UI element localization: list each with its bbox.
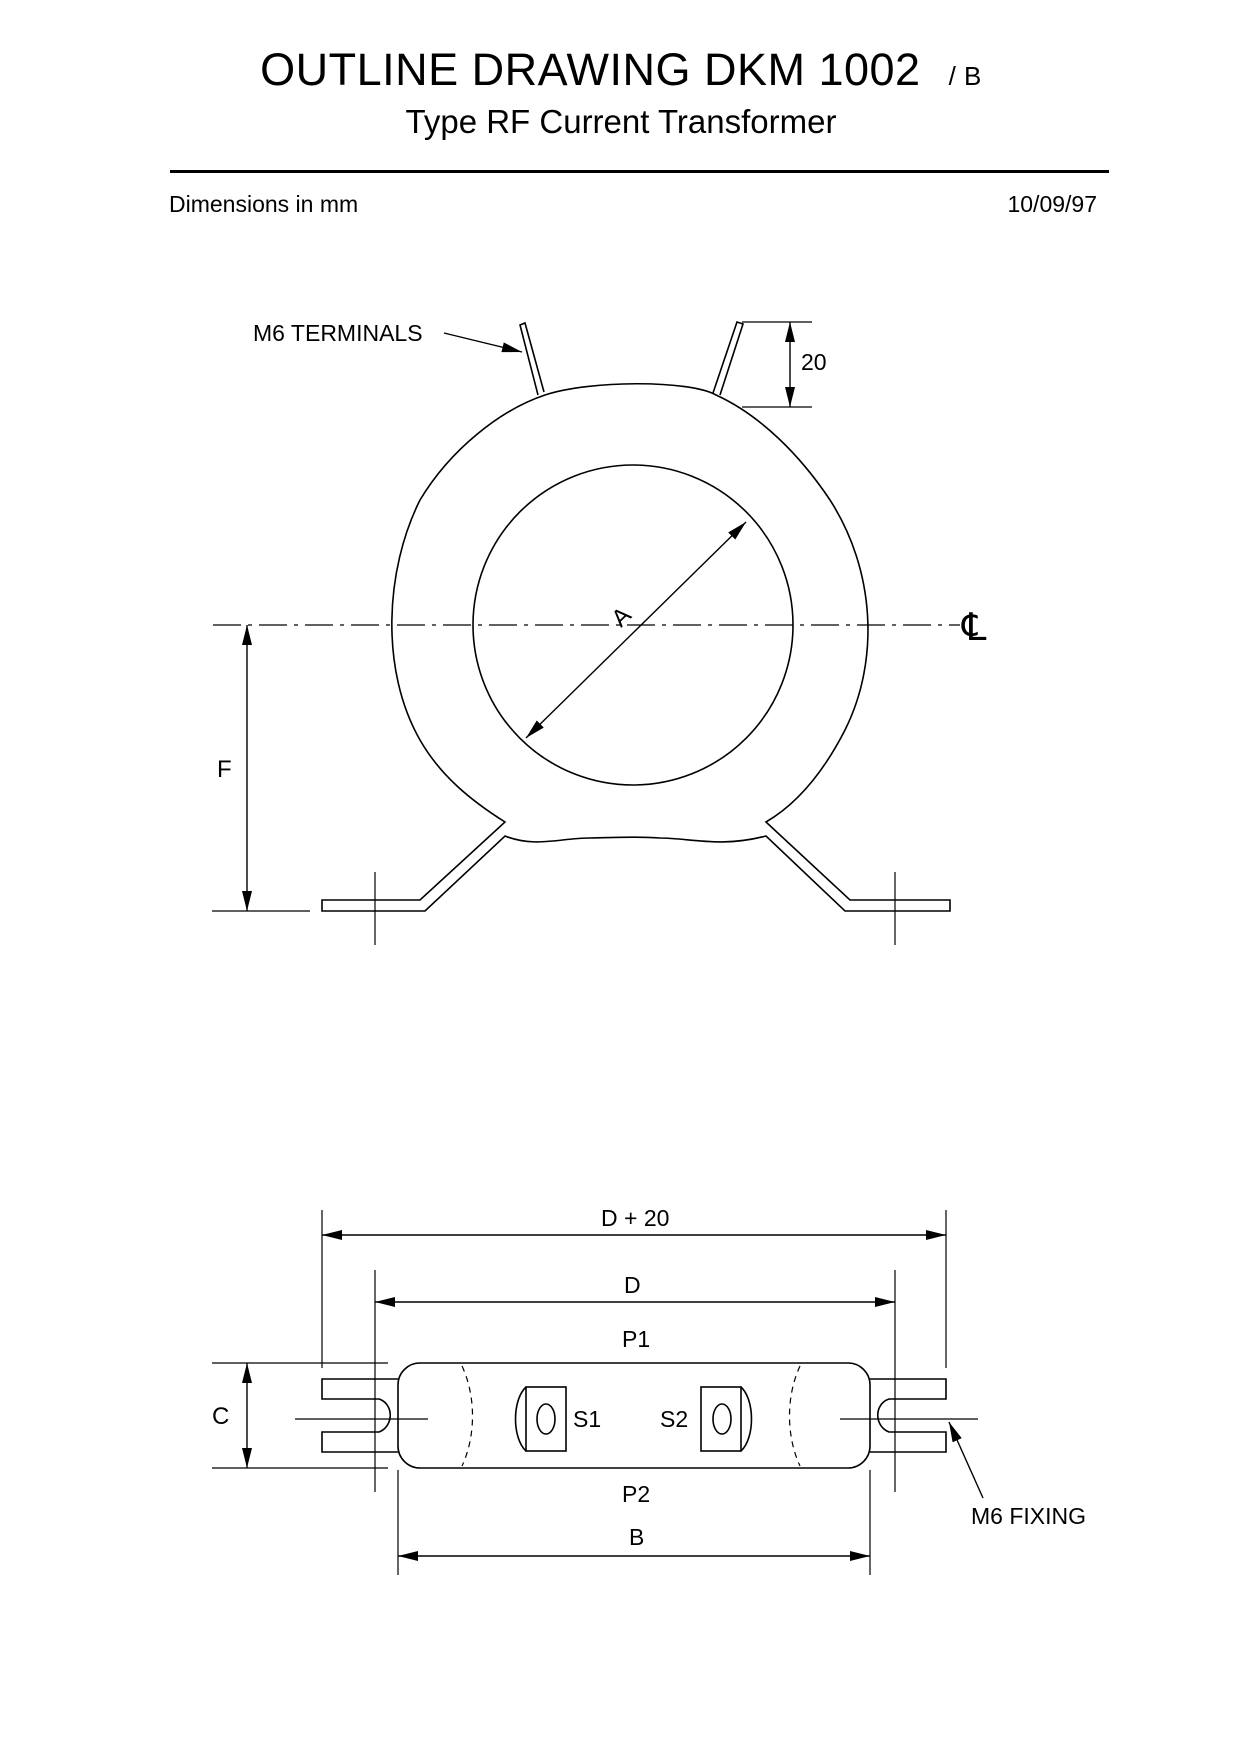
diameter-label: A — [606, 602, 636, 633]
fixing-leader — [948, 1421, 984, 1499]
centerline-symbol: ℄ — [961, 607, 987, 649]
front-view — [212, 320, 960, 945]
p1-label: P1 — [622, 1326, 650, 1352]
overall-width-label: D + 20 — [601, 1205, 669, 1231]
drawing-title: OUTLINE DRAWING DKM 1002 / B — [0, 44, 1242, 96]
hidden-line-right — [788, 1365, 801, 1467]
side-body — [397, 1362, 871, 1469]
terminal-right — [712, 320, 745, 396]
dim-a-line — [525, 521, 747, 739]
s1-label: S1 — [573, 1406, 601, 1432]
fixing-label: M6 FIXING — [971, 1503, 1086, 1529]
drawing-date: 10/09/97 — [1007, 191, 1097, 217]
side-view — [212, 1210, 984, 1575]
header-rule — [170, 170, 1109, 173]
fixing-foot-left — [321, 1378, 398, 1453]
units-note: Dimensions in mm — [169, 191, 359, 217]
hidden-line-left — [461, 1365, 474, 1467]
side-view-labels: D + 20 D P1 S1 S2 P2 C B M6 FIXING — [212, 1205, 1086, 1550]
p2-label: P2 — [622, 1481, 650, 1507]
outer-body-outline — [321, 382, 951, 912]
s2-terminal-hole — [712, 1403, 732, 1435]
s1-terminal-bracket — [514, 1386, 527, 1452]
terminal-height-label: 20 — [801, 349, 827, 375]
s1-terminal-plate — [525, 1386, 567, 1452]
width-label: D — [624, 1272, 641, 1298]
s2-terminal-bracket — [740, 1386, 753, 1452]
fixing-foot-right — [870, 1378, 947, 1453]
s2-label: S2 — [660, 1406, 688, 1432]
s2-terminal-plate — [700, 1386, 742, 1452]
height-label: F — [217, 756, 232, 783]
body-width-label: B — [629, 1524, 644, 1550]
s1-terminal-hole — [536, 1403, 556, 1435]
revision-label: / B — [948, 61, 982, 91]
thickness-label: C — [212, 1403, 229, 1430]
drawing-subtitle: Type RF Current Transformer — [405, 103, 837, 140]
drawing-title-text: OUTLINE DRAWING DKM 1002 — [260, 44, 921, 95]
terminals-label: M6 TERMINALS — [253, 320, 423, 346]
terminal-left — [519, 321, 545, 396]
front-view-labels: M6 TERMINALS 20 A ℄ F — [217, 320, 987, 783]
terminals-leader — [443, 332, 523, 353]
